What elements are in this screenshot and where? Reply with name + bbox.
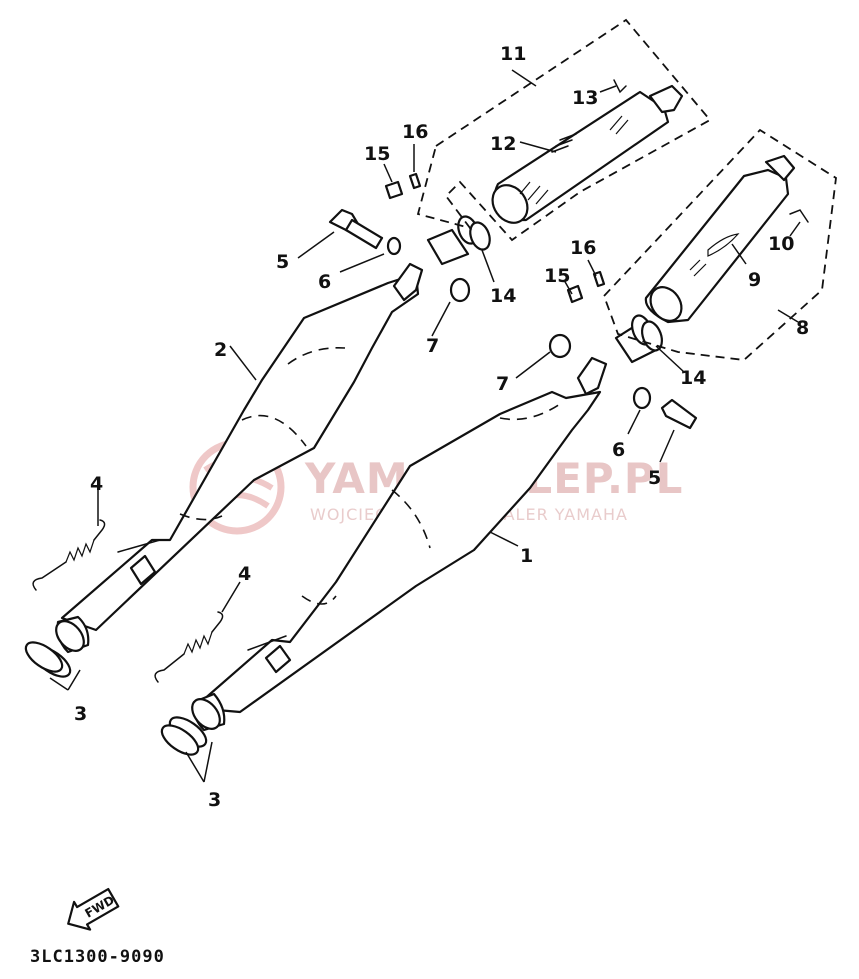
callout-10: 10 [768, 233, 794, 255]
callout-14-right: 14 [680, 367, 706, 389]
callout-3-left: 3 [74, 703, 87, 725]
callout-8: 8 [796, 317, 809, 339]
callout-3-right: 3 [208, 789, 221, 811]
leader-lines [49, 69, 801, 783]
callout-5-left: 5 [276, 251, 289, 273]
callout-7-right: 7 [496, 373, 509, 395]
spring-right [154, 611, 224, 683]
callout-15-right: 15 [544, 265, 570, 287]
exhaust-pipe-left [55, 262, 424, 654]
callout-16-right: 16 [570, 237, 596, 259]
callout-6-right: 6 [612, 439, 625, 461]
callout-16-left: 16 [402, 121, 428, 143]
callout-15-left: 15 [364, 143, 390, 165]
spring-left [32, 519, 106, 591]
silencer-upper [416, 18, 712, 242]
silencer-lower [602, 128, 837, 361]
callout-7-left: 7 [426, 335, 439, 357]
callout-9: 9 [748, 269, 761, 291]
callout-12: 12 [490, 133, 516, 155]
bolt-assembly-left [328, 172, 491, 303]
callout-14-left: 14 [490, 285, 516, 307]
fwd-arrow: FWD [67, 887, 120, 931]
exhaust-pipe-right [191, 356, 608, 732]
callout-labels: 1 2 3 3 4 4 5 5 6 6 7 7 8 9 10 11 12 13 … [74, 43, 809, 811]
diagram-code: 3LC1300-9090 [30, 947, 165, 967]
callout-13: 13 [572, 87, 598, 109]
bolt-assembly-right [548, 270, 698, 430]
callout-1: 1 [520, 545, 533, 567]
callout-4-left: 4 [90, 473, 103, 495]
callout-6-left: 6 [318, 271, 331, 293]
callout-11: 11 [500, 43, 526, 65]
gasket-rings-right [160, 716, 208, 756]
gasket-rings-left [24, 641, 72, 678]
callout-5-right: 5 [648, 467, 661, 489]
callout-2: 2 [214, 339, 227, 361]
callout-4-right: 4 [238, 563, 251, 585]
